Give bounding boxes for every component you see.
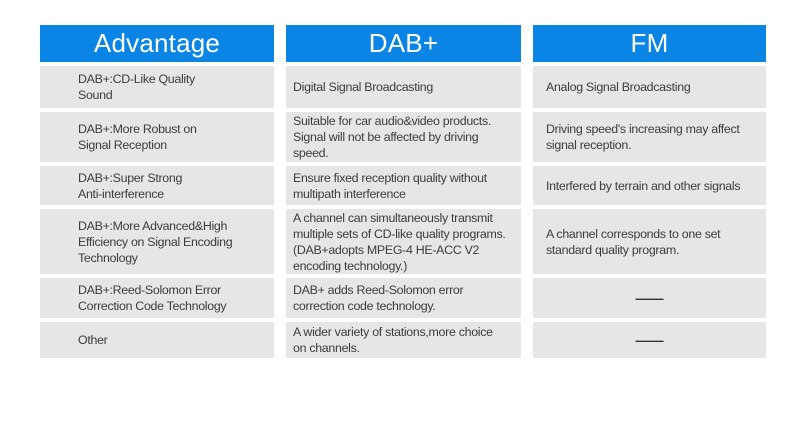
column-header-fm: FM — [533, 25, 766, 62]
cell-fm-row3: Interfered by terrain and other signals — [533, 166, 766, 205]
column-header-advantage: Advantage — [40, 25, 274, 62]
cell-fm-row2: Driving speed's increasing may affect si… — [533, 112, 766, 162]
cell-dab-row5: DAB+ adds Reed-Solomon error correction … — [286, 278, 521, 318]
cell-fm-row1: Analog Signal Broadcasting — [533, 66, 766, 108]
cell-advantage-row2: DAB+:More Robust on Signal Reception — [40, 112, 274, 162]
column-header-dab: DAB+ — [286, 25, 521, 62]
cell-dab-row6: A wider variety of stations,more choice … — [286, 322, 521, 358]
cell-fm-row6-dash: —— — [533, 322, 766, 358]
cell-fm-row4: A channel corresponds to one set standar… — [533, 209, 766, 274]
cell-advantage-row1: DAB+:CD-Like Quality Sound — [40, 66, 274, 108]
cell-advantage-row5: DAB+:Reed-Solomon Error Correction Code … — [40, 278, 274, 318]
cell-dab-row1: Digital Signal Broadcasting — [286, 66, 521, 108]
cell-dab-row2: Suitable for car audio&video products. S… — [286, 112, 521, 162]
comparison-table: Advantage DAB+ FM DAB+:CD-Like Quality S… — [40, 25, 766, 358]
cell-dab-row3: Ensure fixed reception quality without m… — [286, 166, 521, 205]
cell-advantage-row3: DAB+:Super Strong Anti-interference — [40, 166, 274, 205]
cell-dab-row4: A channel can simultaneously transmit mu… — [286, 209, 521, 274]
cell-fm-row5-dash: —— — [533, 278, 766, 318]
cell-advantage-row6: Other — [40, 322, 274, 358]
cell-advantage-row4: DAB+:More Advanced&High Efficiency on Si… — [40, 209, 274, 274]
